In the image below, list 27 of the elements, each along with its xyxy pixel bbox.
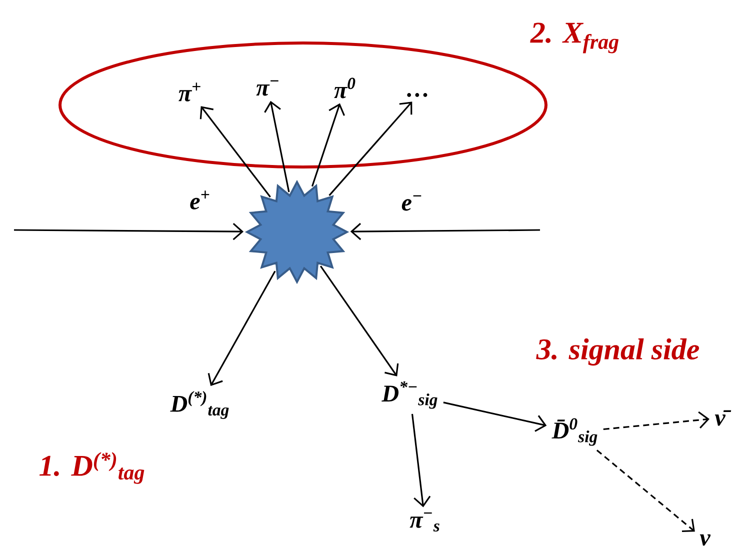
particle-label: D$^{*−}$sig	[382, 381, 438, 409]
particle-label: …	[407, 93, 428, 97]
particle-label: π$^{−}$	[256, 80, 278, 96]
arrow	[411, 414, 431, 508]
section-label: 1. D$^{(*)}$tag	[39, 452, 144, 484]
edge-label: e$^{+}$	[190, 190, 210, 210]
arrow	[350, 222, 540, 240]
particle-label: π$^{+}$	[178, 82, 200, 102]
particle-label: π$^{0}$	[334, 78, 356, 98]
arrow	[208, 270, 276, 386]
node-label: 2. X$_{frag}$	[530, 22, 619, 54]
particle-label: D$^{(*)}$tag	[170, 391, 229, 419]
particle-label: ν	[700, 534, 711, 546]
arrow	[311, 103, 345, 187]
edge-label: e$^{−}$	[402, 195, 422, 211]
arrow	[200, 106, 271, 198]
arrow	[320, 266, 399, 376]
arrow	[596, 450, 695, 532]
arrow	[264, 100, 290, 192]
arrow	[603, 411, 710, 430]
arrow	[328, 102, 412, 196]
particle-label: π$^{−}$s	[410, 512, 440, 532]
arrow	[14, 222, 244, 240]
section-label: 3. signal side	[536, 338, 699, 366]
particle-label: ν̄	[714, 410, 732, 426]
particle-label: D̄$^{0}$sig	[552, 418, 598, 446]
arrow	[443, 402, 547, 432]
